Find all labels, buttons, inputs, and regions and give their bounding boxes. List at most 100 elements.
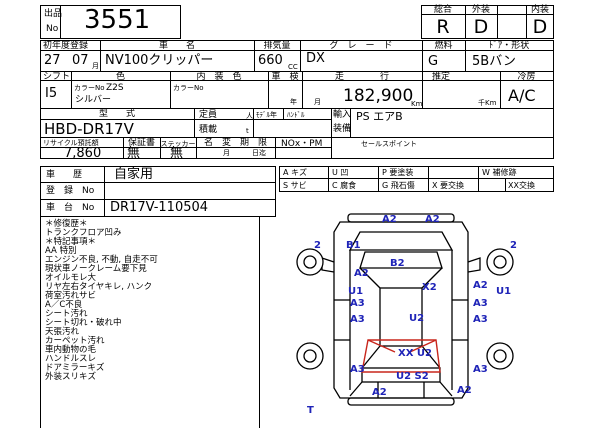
note-line: トランクフロア凹み bbox=[45, 228, 122, 238]
sticker-label: ステッカー bbox=[160, 140, 196, 148]
legend-p: P 要塗装 bbox=[382, 168, 414, 177]
name-change-label: 名 変 期 限 bbox=[203, 138, 267, 148]
mark-a3-left-3: A3 bbox=[350, 364, 365, 375]
warranty: 無 bbox=[127, 146, 141, 161]
chassis-label: 車 台 No bbox=[46, 203, 95, 213]
grade-label-overall: 総合 bbox=[433, 5, 452, 15]
note-line: エンジン不良, 不動, 自走不可 bbox=[45, 255, 158, 265]
month-suffix: 月 bbox=[92, 62, 99, 70]
mark-u1-left: U1 bbox=[348, 286, 364, 297]
note-line: ドアミラーキズ bbox=[45, 363, 105, 373]
sales-point-label: セールスポイント bbox=[361, 140, 417, 148]
legend-c: C 腐食 bbox=[332, 181, 357, 190]
grade-label-interior: 内装 bbox=[530, 5, 549, 15]
nox-label: NOx・PM bbox=[281, 139, 323, 149]
note-line: A／C不良 bbox=[45, 300, 83, 310]
lot-number: 3551 bbox=[84, 5, 151, 35]
car-name: NV100クリッパー bbox=[105, 53, 214, 68]
first-reg-label: 初年度登録 bbox=[43, 41, 89, 51]
lot-label-no: No bbox=[46, 24, 59, 34]
color-name: シルバー bbox=[75, 95, 112, 105]
note-line: オイルモレ大 bbox=[45, 273, 97, 283]
grade-interior: D bbox=[532, 16, 548, 38]
model-year-label: ﾓﾃﾞﾙ年 bbox=[256, 111, 277, 119]
grade-field: DX bbox=[306, 51, 325, 66]
mark-front-a2-right: A2 bbox=[425, 214, 440, 225]
note-line: シート切れ・破れ中 bbox=[45, 318, 122, 328]
color-label: 色 bbox=[115, 72, 125, 82]
note-line: カーペット汚れ bbox=[45, 336, 105, 346]
warranty-label: 保証書 bbox=[127, 138, 155, 148]
legend-u: U 凹 bbox=[332, 168, 349, 177]
note-line: 外装スリキズ bbox=[45, 372, 97, 382]
door-label: ﾄﾞｱ・形状 bbox=[488, 41, 530, 51]
capacity-suffix: 人 bbox=[246, 112, 253, 120]
grade-label-exterior: 外装 bbox=[471, 5, 490, 15]
ac: A/C bbox=[508, 86, 536, 105]
mark-b1: B1 bbox=[346, 240, 361, 251]
name-change-month: 月 bbox=[223, 149, 230, 157]
mark-a3-left-1: A3 bbox=[350, 298, 365, 309]
note-line: リヤ左右タイヤキレ, ハンク bbox=[45, 282, 153, 292]
estimate-label: 推定 bbox=[431, 72, 450, 82]
ac-label: 冷房 bbox=[517, 72, 536, 82]
recycle-label: リサイクル預託額 bbox=[43, 139, 99, 147]
mark-u1-right: U1 bbox=[496, 286, 512, 297]
interior-label: 内 装 色 bbox=[196, 72, 242, 82]
door-shape: 5Bバン bbox=[472, 54, 516, 69]
mark-a3-left-2: A3 bbox=[350, 314, 365, 325]
note-line: 天張汚れ bbox=[45, 327, 80, 337]
capacity-label: 定員 bbox=[199, 110, 218, 120]
mileage: 182,900 bbox=[343, 86, 414, 106]
mark-a3-right-1: A3 bbox=[473, 298, 488, 309]
mark-a2-bottom-right: A2 bbox=[457, 385, 472, 396]
mark-a3-right-2: A3 bbox=[473, 314, 488, 325]
load-suffix: t bbox=[246, 127, 249, 135]
chassis-no: DR17V-110504 bbox=[110, 200, 209, 215]
mark-a2-bottom-center: A2 bbox=[372, 387, 387, 398]
cc-suffix: CC bbox=[288, 63, 298, 71]
model-label: 型 式 bbox=[98, 109, 135, 119]
legend-x: X 要交換 bbox=[432, 181, 465, 190]
mark-xx-u2: XX U2 bbox=[398, 348, 432, 359]
mark-t: T bbox=[307, 405, 314, 416]
legend-g: G 飛石傷 bbox=[382, 181, 415, 190]
mileage-label: 走 行 bbox=[334, 72, 389, 82]
mark-b2: B2 bbox=[390, 258, 405, 269]
inspection-label: 車 検 bbox=[271, 72, 299, 82]
reg-no-label: 登 録 No bbox=[46, 186, 95, 196]
displacement-label: 排気量 bbox=[263, 41, 291, 51]
import-label: 輸入 bbox=[333, 110, 352, 120]
mark-u2-center: U2 bbox=[409, 313, 425, 324]
km-suffix: Km bbox=[411, 100, 423, 108]
note-line: 現状車ノークレーム要下見 bbox=[45, 264, 147, 274]
mark-x2-center: X2 bbox=[422, 282, 437, 293]
fuel-label: 燃料 bbox=[434, 41, 453, 51]
legend-w: W 補修跡 bbox=[482, 168, 517, 177]
legend-a: A キズ bbox=[283, 168, 308, 177]
legend-xx: XX交換 bbox=[508, 181, 535, 190]
legend-s: S サビ bbox=[283, 181, 307, 190]
note-line: ＊修復歴＊ bbox=[45, 219, 88, 229]
note-line: 車内動物の毛 bbox=[45, 345, 97, 355]
shift-label: シフト bbox=[43, 72, 71, 82]
mark-left-front-2: 2 bbox=[314, 240, 321, 251]
color-no: Z2S bbox=[106, 83, 124, 93]
note-line: ハンドルスレ bbox=[45, 354, 97, 364]
color-no-label: カラーNo bbox=[74, 84, 105, 92]
recycle-amount: 7,860 bbox=[64, 146, 102, 161]
damage-outline bbox=[361, 339, 441, 373]
first-reg-year: 27 bbox=[44, 53, 61, 68]
car-name-label: 車 名 bbox=[158, 41, 195, 51]
equipment: PS エアB bbox=[356, 110, 403, 123]
mark-a2-left-mid: A2 bbox=[354, 268, 369, 279]
mark-u2-s2: U2 S2 bbox=[396, 371, 429, 382]
note-line: ＊特記事項＊ bbox=[45, 237, 97, 247]
sticker: 無 bbox=[170, 146, 184, 161]
mark-a3-right-3: A3 bbox=[473, 364, 488, 375]
estimate-suffix: 千Km bbox=[478, 99, 497, 107]
mark-front-a2-left: A2 bbox=[382, 214, 397, 225]
note-line: シート汚れ bbox=[45, 309, 88, 319]
note-line: AA 特別 bbox=[45, 246, 77, 256]
